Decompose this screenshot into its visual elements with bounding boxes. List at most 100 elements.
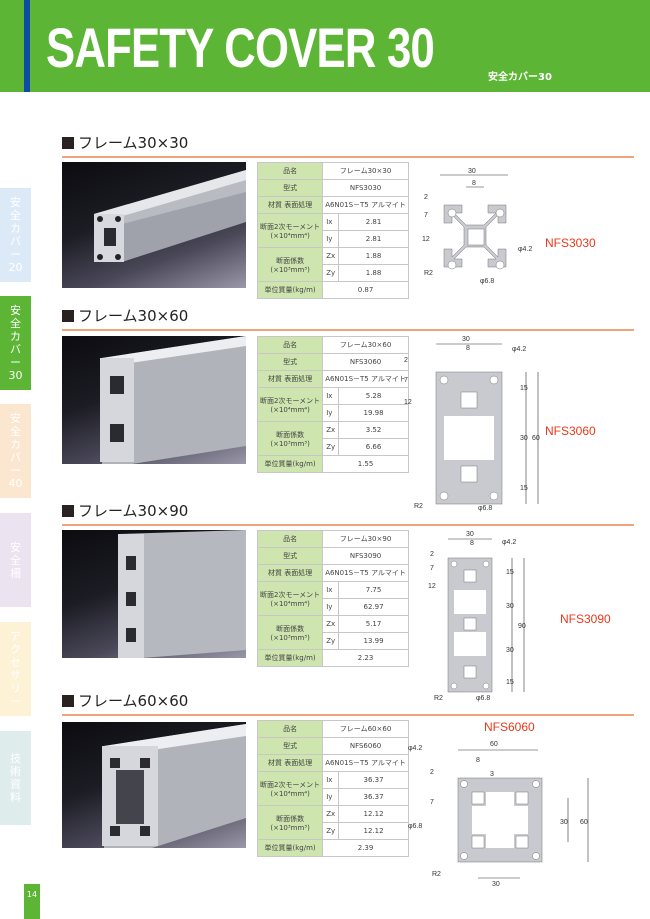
dim-d2: 7: [430, 799, 434, 806]
symbol-zy: Zy: [322, 822, 340, 840]
value-material: A6N01S－T5 アルマイト: [322, 196, 409, 214]
label-modulus-unit: (×10³mm³): [270, 439, 310, 448]
label-type: 型式: [256, 547, 324, 565]
label-moment-unit: (×10⁴mm⁴): [270, 789, 310, 798]
section-title: フレーム60×60: [62, 690, 634, 712]
value-mass: 1.55: [322, 455, 409, 473]
section-divider: [62, 156, 634, 158]
value-zx: 12.12: [338, 805, 409, 823]
side-tab-safety-fence[interactable]: 安 全 柵: [0, 513, 31, 607]
dim-bottom: 30: [492, 881, 500, 888]
tab-char: ー: [10, 356, 21, 369]
tab-char: セ: [10, 656, 21, 669]
side-tab-technical-data[interactable]: 技 術 資 料: [0, 731, 31, 825]
dim-d1: 2: [430, 551, 434, 558]
value-zy: 1.88: [338, 264, 409, 282]
tab-char: ー: [10, 695, 21, 708]
dim-total: 60: [532, 435, 540, 442]
value-zx: 1.88: [338, 247, 409, 265]
label-moment-text: 断面2次モーメント: [260, 222, 321, 231]
dim-width: 30: [466, 531, 474, 538]
dim-inner: 30: [560, 819, 568, 826]
label-modulus-unit: (×10³mm³): [270, 823, 310, 832]
dim-d2: 7: [404, 377, 408, 384]
page-header: SAFETY COVER 30 安全カバー30: [0, 0, 650, 92]
dim-width: 30: [468, 168, 476, 175]
value-ix: 36.37: [338, 771, 409, 789]
label-moment-text: 断面2次モーメント: [260, 590, 321, 599]
label-modulus-text: 断面係数: [276, 624, 305, 633]
symbol-ix: Ix: [322, 213, 340, 231]
symbol-iy: Iy: [322, 598, 340, 616]
dim-total: 90: [518, 623, 526, 630]
page-subtitle: 安全カバー30: [488, 72, 552, 83]
dim-radius: R2: [414, 503, 423, 510]
value-iy: 2.81: [338, 230, 409, 248]
value-type: NFS3060: [322, 353, 409, 371]
label-moment: 断面2次モーメント(×10⁴mm⁴): [256, 771, 324, 806]
label-moment-text: 断面2次モーメント: [260, 780, 321, 789]
value-zy: 6.66: [338, 438, 409, 456]
symbol-zx: Zx: [322, 247, 340, 265]
section-frame-60x60: フレーム60×60: [62, 690, 634, 716]
dim-total: 60: [580, 819, 588, 826]
tab-char: バ: [10, 235, 21, 248]
value-material: A6N01S－T5 アルマイト: [322, 564, 409, 582]
page-title: SAFETY COVER 30: [46, 16, 435, 79]
side-tab-safety-cover-40[interactable]: 安 全 カ バ ー 40: [0, 404, 31, 498]
dim-center: φ6.8: [476, 695, 490, 702]
label-name: 品名: [256, 336, 324, 354]
label-moment-unit: (×10⁴mm⁴): [270, 599, 310, 608]
value-ix: 5.28: [338, 387, 409, 405]
dim-seg4: 15: [506, 679, 514, 686]
symbol-zy: Zy: [322, 438, 340, 456]
section-title-text: フレーム30×30: [78, 134, 189, 152]
tab-char: 全: [10, 317, 21, 330]
label-modulus: 断面係数(×10³mm³): [256, 805, 324, 840]
section-divider: [62, 524, 634, 526]
dim-seg1: 15: [506, 569, 514, 576]
label-moment: 断面2次モーメント(×10⁴mm⁴): [256, 581, 324, 616]
cross-section-drawing-30x30: 30 8 2 7 12 φ4.2 R2 φ6.8: [422, 168, 532, 285]
value-name: フレーム60×60: [322, 720, 409, 738]
side-tab-accessories[interactable]: ア ク セ サ リ ー: [0, 622, 31, 716]
dim-width: 60: [490, 741, 498, 748]
symbol-zx: Zx: [322, 615, 340, 633]
page-number: 14: [24, 884, 40, 919]
side-tab-safety-cover-20[interactable]: 安 全 カ バ ー 20: [0, 188, 31, 282]
dim-radius: R2: [424, 270, 433, 277]
label-modulus-text: 断面係数: [276, 430, 305, 439]
label-moment-unit: (×10⁴mm⁴): [270, 405, 310, 414]
cross-section-drawing-60x60: φ4.2 60 8 3 2 7 φ6.8 30 60 R2 30: [408, 741, 589, 888]
section-frame-30x60: フレーム30×60: [62, 305, 634, 331]
symbol-iy: Iy: [322, 230, 340, 248]
value-zx: 3.52: [338, 421, 409, 439]
section-title-text: フレーム30×60: [78, 307, 189, 325]
dim-slot: 8: [472, 180, 476, 187]
dim-d3: 12: [404, 399, 412, 406]
label-moment-text: 断面2次モーメント: [260, 396, 321, 405]
tab-char: ー: [10, 248, 21, 261]
dim-seg2: 30: [520, 435, 528, 442]
dim-hole: φ4.2: [408, 745, 422, 752]
label-modulus-text: 断面係数: [276, 256, 305, 265]
value-iy: 62.97: [338, 598, 409, 616]
label-modulus-unit: (×10³mm³): [270, 633, 310, 642]
tab-char: カ: [10, 330, 21, 343]
label-modulus: 断面係数(×10³mm³): [256, 421, 324, 456]
tab-char: 術: [10, 765, 21, 778]
tab-char: カ: [10, 222, 21, 235]
dim-hole: φ4.2: [502, 539, 516, 546]
label-moment: 断面2次モーメント(×10⁴mm⁴): [256, 387, 324, 422]
dim-d3: 12: [422, 236, 430, 243]
square-bullet-icon: [62, 137, 74, 149]
side-tab-safety-cover-30[interactable]: 安 全 カ バ ー 30: [0, 296, 31, 390]
section-frame-30x90: フレーム30×90: [62, 500, 634, 526]
dim-radius: R2: [432, 871, 441, 878]
tab-char: 全: [10, 553, 21, 567]
label-mass: 単位質量(kg/m): [256, 455, 324, 473]
product-photo-30x60: [62, 336, 246, 464]
model-label-60x60: NFS6060: [484, 720, 535, 734]
